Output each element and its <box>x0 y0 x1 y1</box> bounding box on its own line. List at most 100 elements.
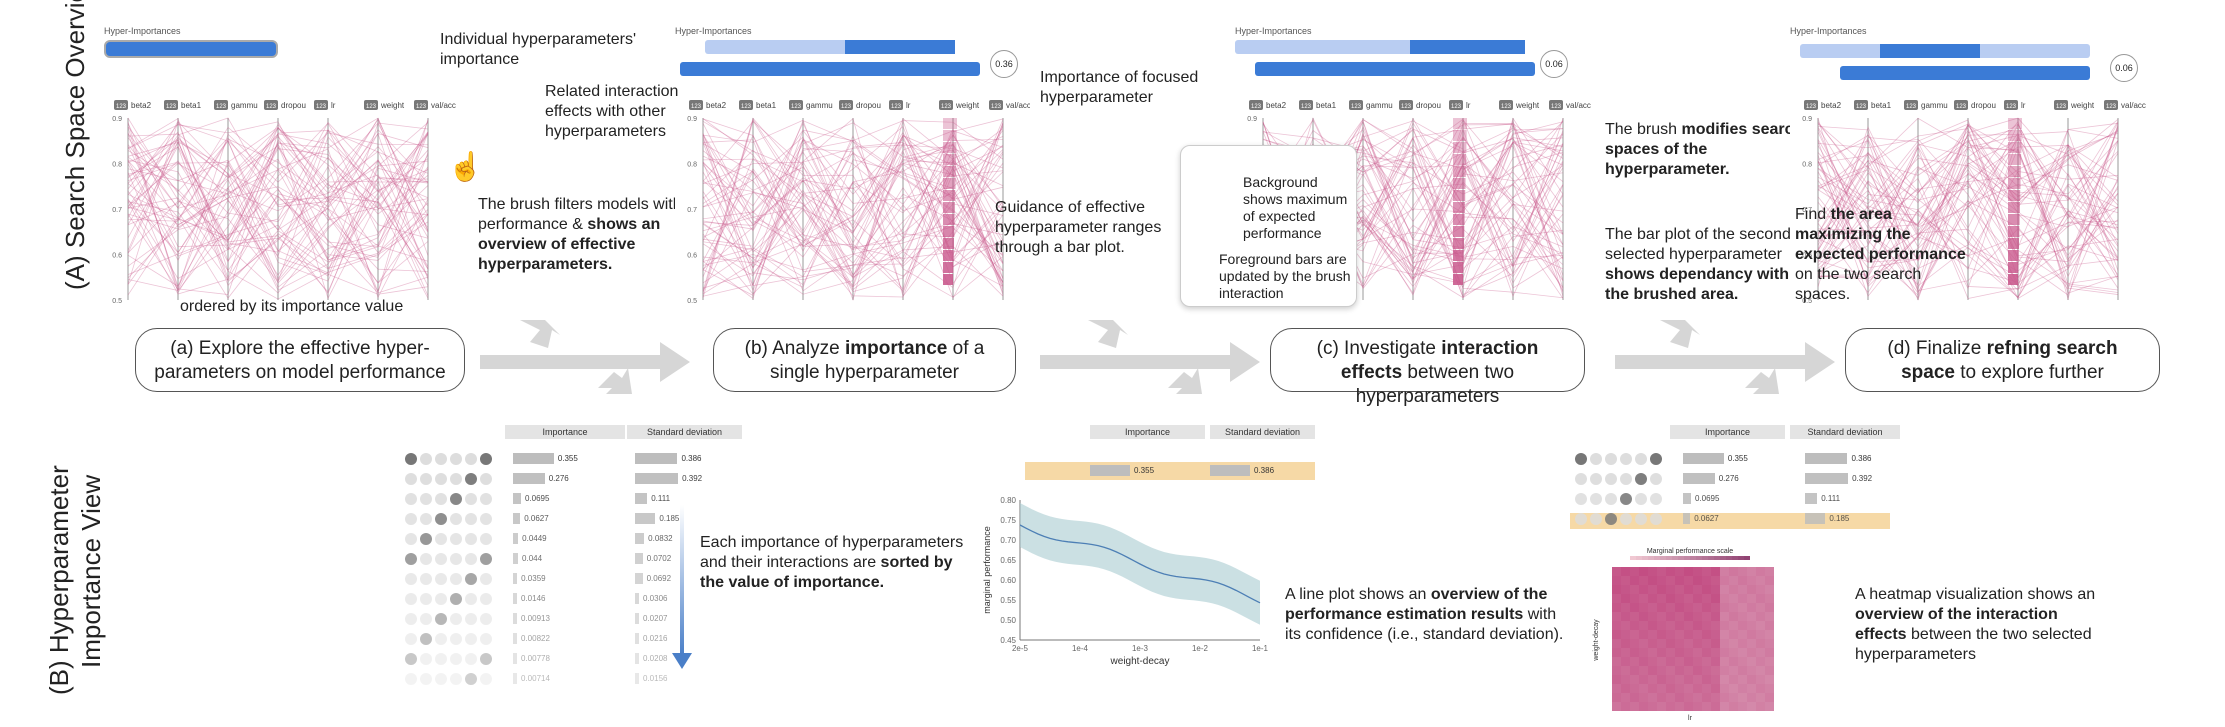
heatmap-cell <box>1684 639 1693 648</box>
set-dot <box>465 553 477 565</box>
set-dot <box>480 573 492 585</box>
step-d-bold: refning search space <box>1901 338 2118 383</box>
annotation-sorted: Each importance of hyperparameters and t… <box>700 533 975 593</box>
guidance-bar <box>1453 178 1466 189</box>
guidance-bar <box>943 142 957 153</box>
axis-label: gammu <box>806 101 833 110</box>
heatmap-cell <box>1738 612 1747 621</box>
model-line <box>1817 125 2119 294</box>
std-bar: 0.111 <box>635 493 670 504</box>
heatmap-cell <box>1621 585 1630 594</box>
heatmap-cell <box>1684 657 1693 666</box>
heatmap-cell <box>1684 693 1693 702</box>
heatmap-cell <box>1666 630 1675 639</box>
model-line <box>1817 121 2119 274</box>
model-line <box>127 182 429 281</box>
heatmap-cell <box>1639 693 1648 702</box>
annotation-find-area-pre: Find <box>1795 206 1831 223</box>
table-header-std: Standard deviation <box>627 425 742 439</box>
model-line <box>127 134 429 257</box>
heatmap-cell <box>1684 684 1693 693</box>
axis-label: beta2 <box>1266 101 1287 110</box>
heatmap-cell <box>1738 576 1747 585</box>
model-line <box>127 120 429 262</box>
axis-label: beta1 <box>756 101 777 110</box>
heatmap-cell <box>1666 594 1675 603</box>
model-line <box>127 136 429 283</box>
axis-badge: 123 <box>216 104 227 110</box>
importance-bar-b[interactable] <box>705 40 955 54</box>
heatmap-cell <box>1729 621 1738 630</box>
model-line <box>127 145 429 260</box>
axis-badge: 123 <box>691 104 702 110</box>
step-b-bold: importance <box>844 338 948 359</box>
heatmap-cell <box>1693 576 1702 585</box>
heatmap-cell <box>1621 603 1630 612</box>
model-line <box>1817 132 2119 283</box>
heatmap-cell <box>1621 639 1630 648</box>
arrow-bc <box>1040 342 1260 382</box>
importance-bar-c2[interactable] <box>1255 62 1535 76</box>
importance-bar-d[interactable] <box>1800 44 2090 58</box>
heatmap-cell <box>1630 648 1639 657</box>
heatmap-cell <box>1612 603 1621 612</box>
guidance-bar <box>943 250 954 261</box>
heatmap-cell <box>1684 666 1693 675</box>
set-dot <box>465 533 477 545</box>
annotation-heatmap: A heatmap visualization shows an overvie… <box>1855 585 2105 665</box>
set-dot <box>420 473 432 485</box>
importance-bar-d2[interactable] <box>1840 66 2090 80</box>
std-bar: 0.386 <box>1805 453 1871 464</box>
heatmap-cell <box>1720 603 1729 612</box>
x-tick: 1e-1 <box>1252 644 1269 653</box>
heatmap-cell <box>1729 648 1738 657</box>
model-line <box>127 123 429 284</box>
annotation-brush-filters-text: The brush filters models with high perfo… <box>478 196 717 233</box>
importance-bar-c[interactable] <box>1235 40 1525 54</box>
axis-label: beta2 <box>131 101 152 110</box>
heatmap-cell <box>1729 702 1738 711</box>
step-b-post: of a single hyperparameter <box>769 338 985 383</box>
scale-cell <box>1666 556 1672 560</box>
std-value: 0.0156 <box>643 674 668 683</box>
model-line <box>127 148 429 299</box>
set-dot <box>420 453 432 465</box>
heatmap-cell <box>1729 639 1738 648</box>
heatmap-cell <box>1756 657 1765 666</box>
heatmap-cell <box>1693 594 1702 603</box>
heatmap-cell <box>1684 621 1693 630</box>
model-line <box>127 146 429 287</box>
guidance-bar <box>943 130 957 141</box>
guidance-bar <box>2008 238 2019 249</box>
heatmap-cell <box>1675 612 1684 621</box>
set-dot <box>1575 493 1587 505</box>
importance-bar-b2[interactable] <box>680 62 980 76</box>
scale-cell <box>1672 556 1678 560</box>
heatmap-cell <box>1684 567 1693 576</box>
heatmap-cell <box>1630 594 1639 603</box>
heatmap-cell <box>1756 612 1765 621</box>
importance-bar-a[interactable] <box>104 40 278 58</box>
heatmap-cell <box>1612 630 1621 639</box>
heatmap-cell <box>1630 612 1639 621</box>
heatmap-cell <box>1738 603 1747 612</box>
heatmap-cell <box>1630 666 1639 675</box>
model-line <box>1817 131 2119 299</box>
axis-label: lr <box>1466 101 1471 110</box>
axis-badge: 123 <box>266 104 277 110</box>
set-dot <box>405 453 417 465</box>
importance-value: 0.276 <box>548 474 569 483</box>
heatmap-cell <box>1720 594 1729 603</box>
set-dot <box>480 473 492 485</box>
heatmap-cell <box>1729 675 1738 684</box>
heatmap-cell <box>1657 612 1666 621</box>
annotation-heatmap-pre: A heatmap visualization shows an <box>1855 586 2096 603</box>
